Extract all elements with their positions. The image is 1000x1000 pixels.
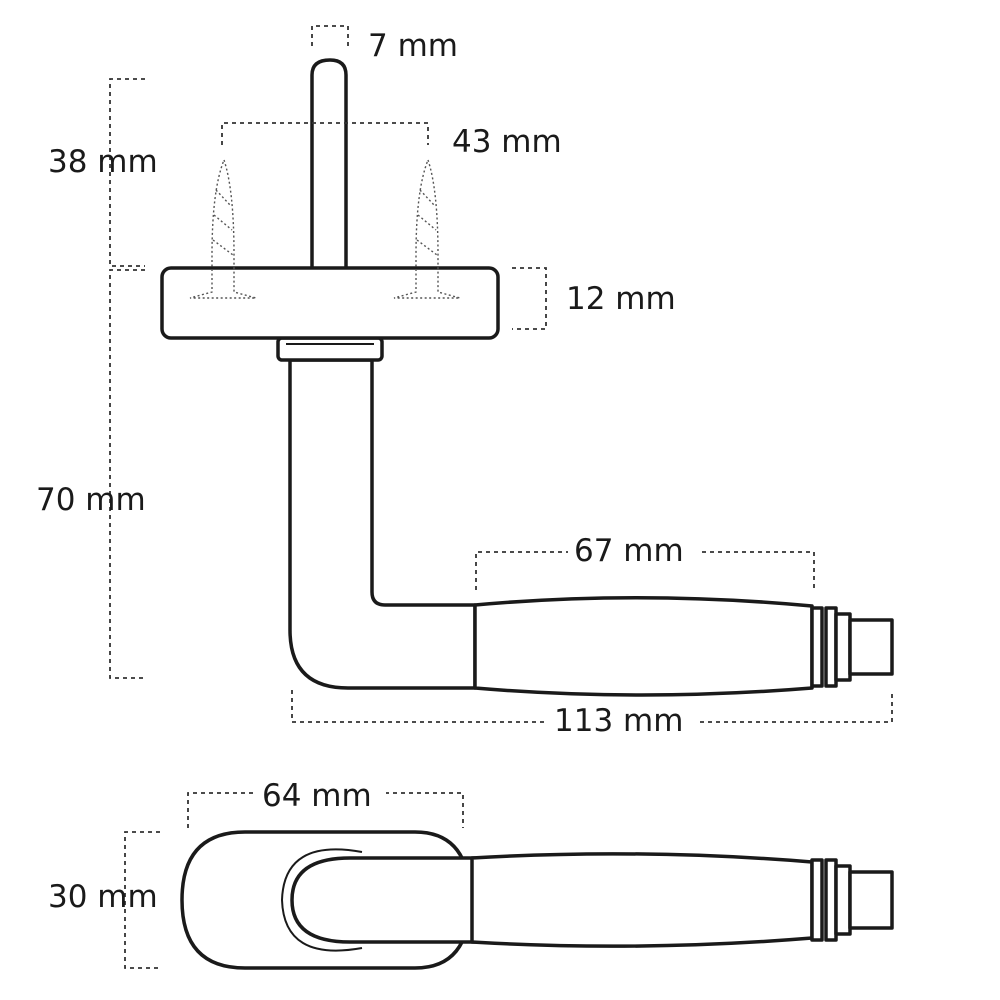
- screw-left: [189, 157, 257, 299]
- label-lever-length: 113 mm: [554, 703, 683, 739]
- label-rose-width: 30 mm: [48, 879, 158, 915]
- label-rose-length: 64 mm: [262, 778, 372, 814]
- top-view: 64 mm 30 mm: [48, 773, 894, 970]
- end-ring-1: [810, 606, 824, 688]
- dim-rose-length: [187, 792, 464, 828]
- label-spindle-length: 38 mm: [48, 144, 158, 180]
- dim-lever-height: [109, 269, 145, 679]
- side-view: 7 mm 38 mm 43 mm 12 mm 70 mm 67 mm 113 m…: [36, 25, 894, 740]
- neck-shadow: [280, 848, 363, 952]
- dim-spindle-width: [311, 25, 349, 46]
- label-spindle-width: 7 mm: [368, 28, 458, 64]
- top-end-pin: [848, 870, 894, 930]
- top-end-ring-1: [810, 858, 824, 942]
- label-grip-length: 67 mm: [574, 533, 684, 569]
- dim-spindle-length: [109, 78, 145, 267]
- label-rose-thickness: 12 mm: [566, 281, 676, 317]
- collar: [276, 336, 384, 362]
- lever-neck: [290, 856, 477, 944]
- rose-plate: [160, 266, 500, 340]
- end-pin: [848, 618, 894, 676]
- end-pin-base: [834, 612, 852, 682]
- dim-screw-spacing: [221, 122, 429, 145]
- label-lever-height: 70 mm: [36, 482, 146, 518]
- dim-rose-thickness: [512, 267, 547, 330]
- top-grip: [470, 852, 814, 948]
- screw-right: [393, 157, 461, 299]
- top-end-pin-base: [834, 864, 852, 936]
- dim-grip-length: [475, 551, 815, 590]
- lever-grip: [473, 595, 814, 697]
- lever-arm: [288, 358, 477, 690]
- label-screw-spacing: 43 mm: [452, 124, 562, 160]
- spindle: [310, 58, 348, 272]
- dim-rose-width: [124, 831, 160, 969]
